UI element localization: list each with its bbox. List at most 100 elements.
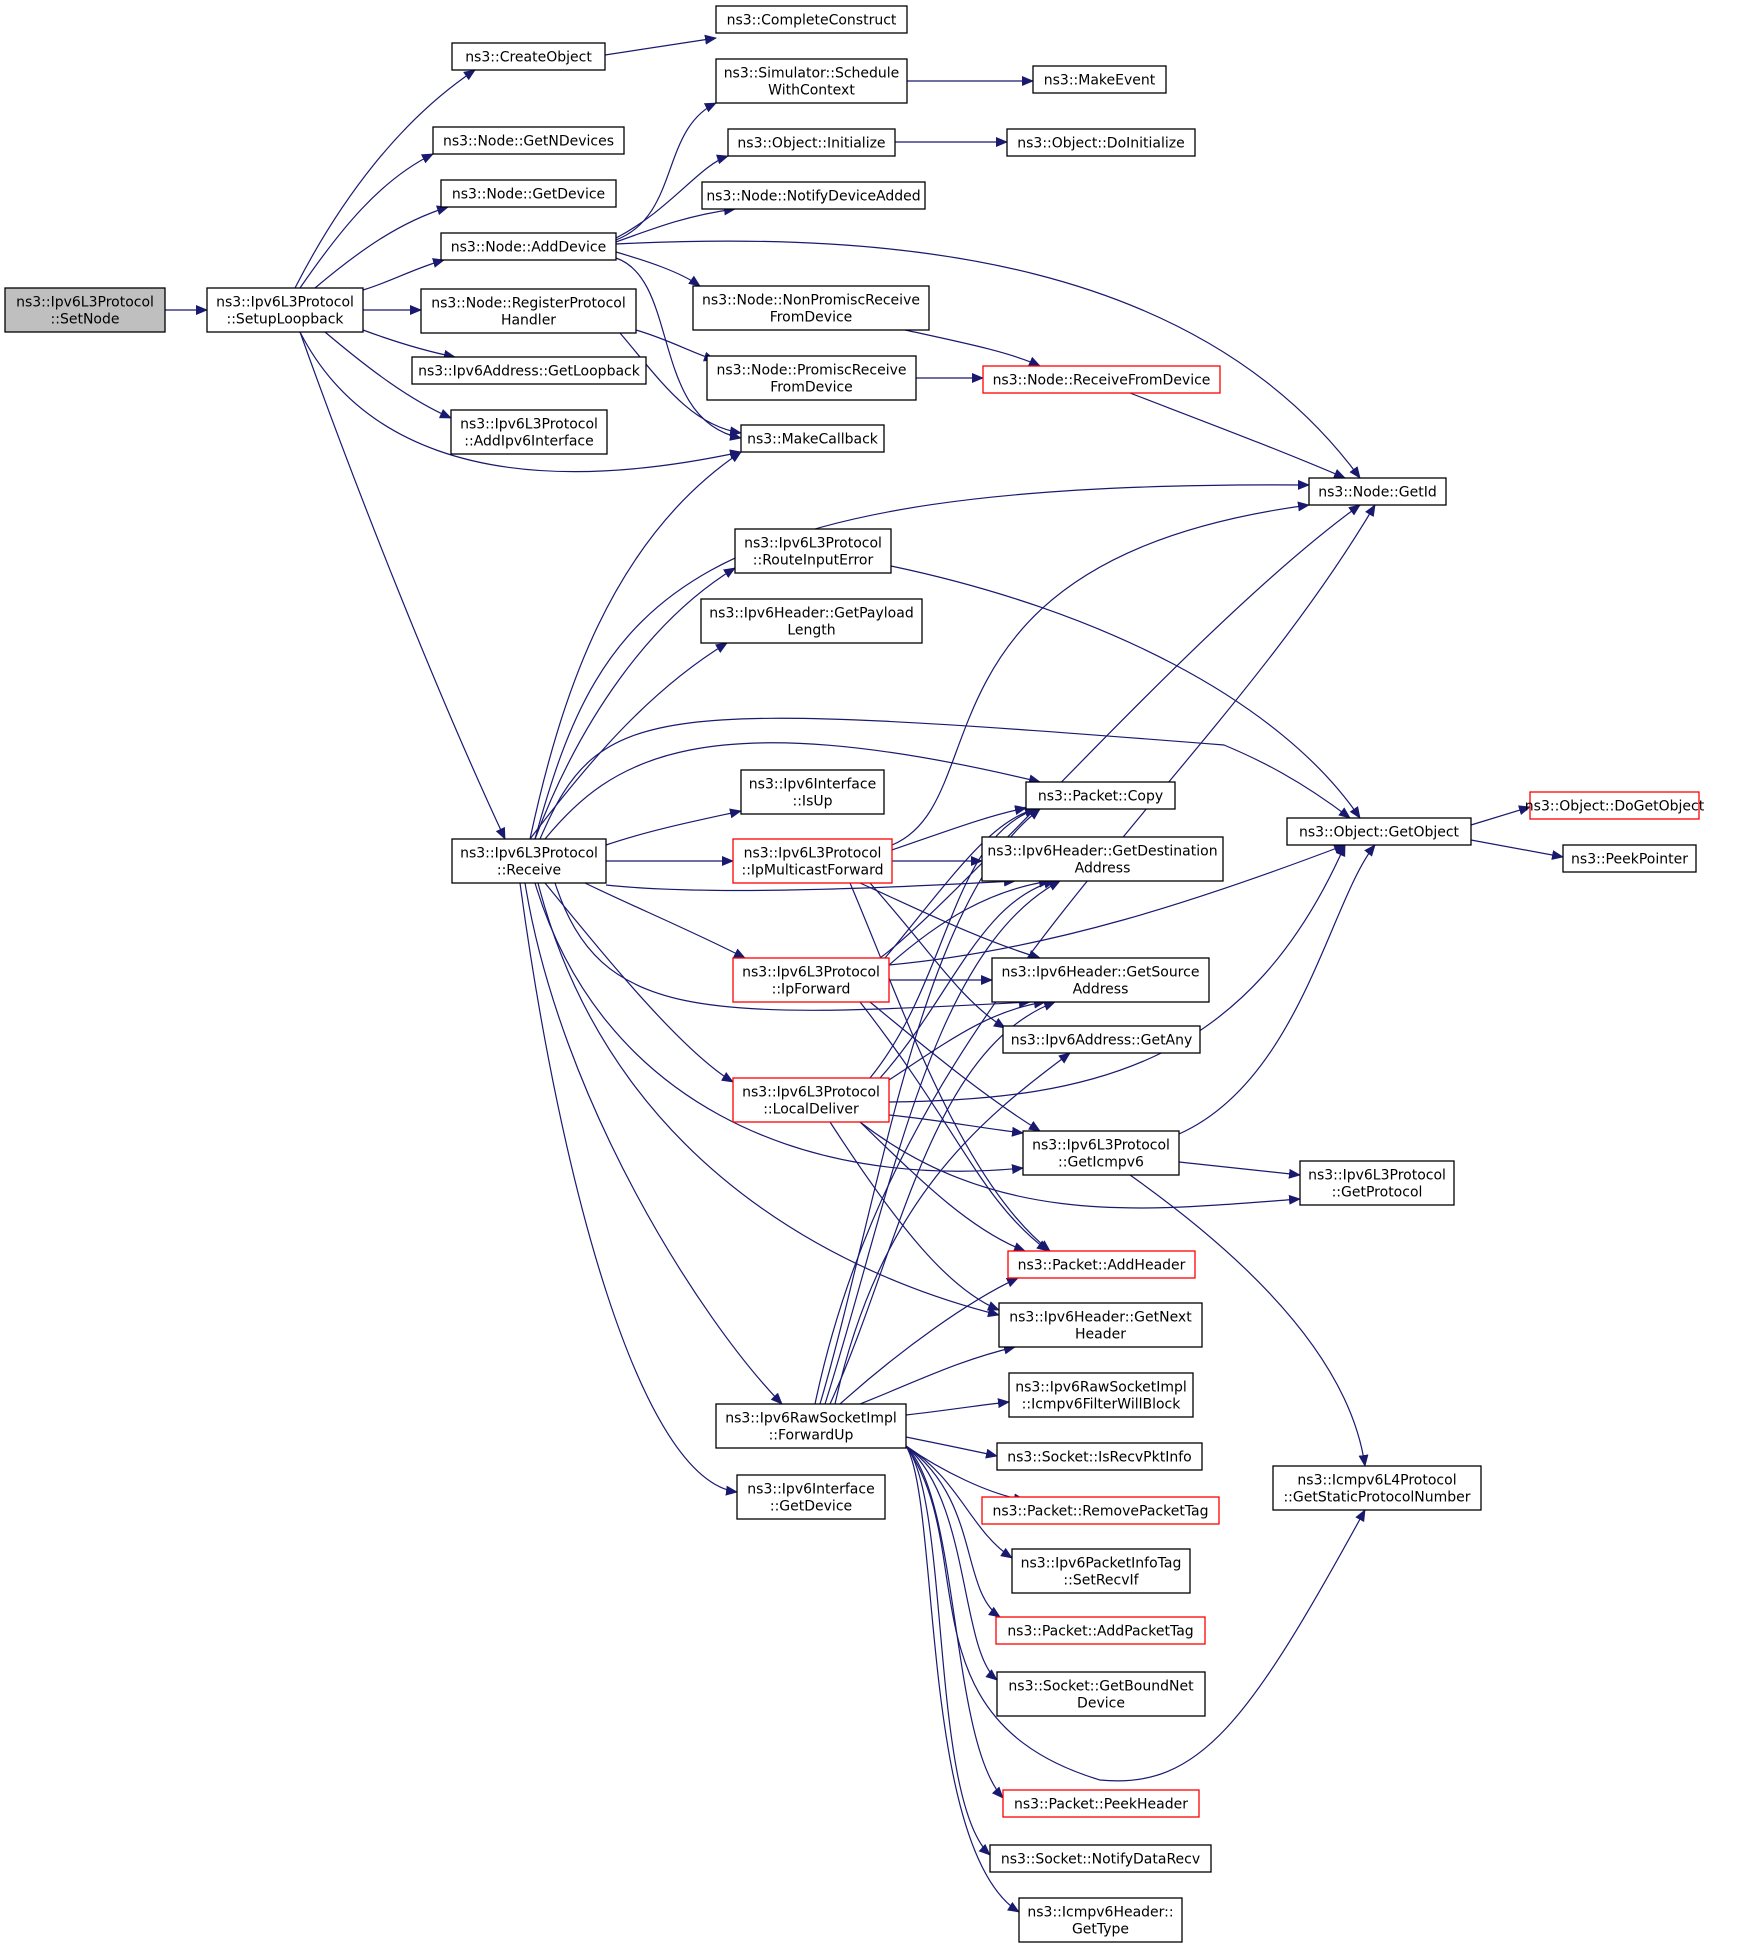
node-ifacegetdevice[interactable]: ns3::Ipv6Interface::GetDevice [736, 1474, 886, 1520]
node-box [996, 1671, 1206, 1717]
node-notifydatarecv[interactable]: ns3::Socket::NotifyDataRecv [989, 1844, 1212, 1873]
node-label: ::LocalDeliver [763, 1102, 859, 1118]
node-label: ns3::Node::GetId [1318, 485, 1436, 501]
edge-forwardup-to-icmpv6gettype [905, 1445, 1020, 1913]
node-nodegetid[interactable]: ns3::Node::GetId [1308, 477, 1447, 506]
node-ipmulticastforward[interactable]: ns3::Ipv6L3Protocol::IpMulticastForward [732, 838, 893, 884]
node-box [1308, 477, 1447, 506]
node-icmpv6gettype[interactable]: ns3::Icmpv6Header::GetType [1018, 1897, 1183, 1943]
edge-setuploopback-to-receive [299, 331, 506, 840]
node-adddevice[interactable]: ns3::Node::AddDevice [440, 232, 617, 261]
node-getprotocol[interactable]: ns3::Ipv6L3Protocol::GetProtocol [1299, 1160, 1455, 1206]
node-box [1025, 781, 1176, 810]
node-getstaticprotocolnumber[interactable]: ns3::Icmpv6L4Protocol::GetStaticProtocol… [1272, 1465, 1482, 1511]
edge-ipmulticastforward-to-getsrcaddr [859, 882, 1041, 960]
node-ipforward[interactable]: ns3::Ipv6L3Protocol::IpForward [732, 957, 890, 1003]
node-dogetobject[interactable]: ns3::Object::DoGetObject [1525, 791, 1705, 820]
edge-adddevice-to-makecallback [615, 257, 742, 441]
edge-receive-to-forwardup [524, 882, 783, 1405]
node-isrecvpktinfo[interactable]: ns3::Socket::IsRecvPktInfo [996, 1442, 1203, 1471]
node-getdevice[interactable]: ns3::Node::GetDevice [440, 179, 617, 208]
edge-ipforward-to-addheader [859, 1001, 1049, 1252]
node-box [1002, 1789, 1200, 1818]
node-label: FromDevice [770, 310, 853, 326]
node-box [715, 58, 908, 104]
node-box [1022, 1130, 1180, 1176]
node-routeinputerror[interactable]: ns3::Ipv6L3Protocol::RouteInputError [734, 528, 892, 574]
edge-setuploopback-to-getloopback [362, 329, 456, 360]
node-geticmpv6[interactable]: ns3::Ipv6L3Protocol::GetIcmpv6 [1022, 1130, 1180, 1176]
node-box [4, 287, 166, 333]
node-localdeliver[interactable]: ns3::Ipv6L3Protocol::LocalDeliver [732, 1077, 890, 1123]
node-box [996, 1442, 1203, 1471]
node-label: ns3::CompleteConstruct [727, 13, 897, 29]
node-box [995, 1616, 1206, 1645]
node-receivefromdevice[interactable]: ns3::Node::ReceiveFromDevice [982, 365, 1221, 394]
edge-forwardup-to-setrecvif [905, 1445, 1013, 1559]
node-getndevices[interactable]: ns3::Node::GetNDevices [432, 126, 625, 155]
node-box [989, 1844, 1212, 1873]
node-setrecvif[interactable]: ns3::Ipv6PacketInfoTag::SetRecvIf [1011, 1548, 1191, 1594]
node-box [1562, 844, 1697, 873]
edge-ipforward-to-getobject [888, 844, 1346, 966]
node-ifaceisup[interactable]: ns3::Ipv6Interface::IsUp [740, 769, 885, 815]
node-box [1011, 1548, 1191, 1594]
node-objinitialize[interactable]: ns3::Object::Initialize [727, 128, 896, 157]
edge-localdeliver-to-getsrcaddr [888, 998, 1046, 1081]
node-addpackettag[interactable]: ns3::Packet::AddPacketTag [995, 1616, 1206, 1645]
node-notifydeviceadded[interactable]: ns3::Node::NotifyDeviceAdded [701, 181, 926, 210]
node-box [732, 1077, 890, 1123]
node-label: ns3::Object::DoGetObject [1525, 799, 1705, 815]
node-packetcopy[interactable]: ns3::Packet::Copy [1025, 781, 1176, 810]
node-peekpointer[interactable]: ns3::PeekPointer [1562, 844, 1697, 873]
node-setuploopback[interactable]: ns3::Ipv6L3Protocol::SetupLoopback [206, 287, 364, 333]
node-label: ::RouteInputError [753, 553, 874, 569]
node-box [991, 957, 1210, 1003]
node-box [715, 1403, 907, 1449]
node-label: ns3::Ipv6L3Protocol [16, 295, 154, 311]
node-box [1007, 1250, 1196, 1279]
node-label: ns3::Ipv6L3Protocol [460, 846, 598, 862]
node-addheader[interactable]: ns3::Packet::AddHeader [1007, 1250, 1196, 1279]
node-label: ns3::Ipv6Header::GetNext [1009, 1310, 1192, 1326]
node-box [440, 232, 617, 261]
node-label: ns3::Object::DoInitialize [1017, 136, 1184, 152]
edge-localdeliver-to-addheader [859, 1121, 1026, 1252]
node-createobject[interactable]: ns3::CreateObject [451, 42, 606, 71]
node-makeevent[interactable]: ns3::MakeEvent [1032, 65, 1167, 94]
edge-receive-to-getsrcaddr [554, 882, 1031, 1011]
node-receive[interactable]: ns3::Ipv6L3Protocol::Receive [451, 838, 607, 884]
node-doinitialize[interactable]: ns3::Object::DoInitialize [1006, 128, 1196, 157]
node-getobject[interactable]: ns3::Object::GetObject [1286, 817, 1472, 846]
edge-forwardup-to-getboundnetdevice [905, 1445, 998, 1681]
node-label: ns3::Ipv6L3Protocol [742, 965, 880, 981]
node-icmpv6filter[interactable]: ns3::Ipv6RawSocketImpl::Icmpv6FilterWill… [1008, 1372, 1194, 1418]
node-addipv6interface[interactable]: ns3::Ipv6L3Protocol::AddIpv6Interface [450, 409, 608, 455]
node-box [411, 356, 647, 385]
edge-adddevice-to-nonpromisc [615, 251, 701, 287]
node-label: ::Icmpv6FilterWillBlock [1022, 1397, 1182, 1413]
node-box [440, 179, 617, 208]
node-getloopback[interactable]: ns3::Ipv6Address::GetLoopback [411, 356, 647, 385]
edge-ipmulticastforward-to-packetcopy [891, 805, 1027, 851]
node-completeconstruct[interactable]: ns3::CompleteConstruct [715, 5, 908, 34]
node-box [736, 1474, 886, 1520]
node-forwardup[interactable]: ns3::Ipv6RawSocketImpl::ForwardUp [715, 1403, 907, 1449]
edge-forwardup-to-peekheader [905, 1445, 1004, 1799]
edge-geticmpv6-to-getstaticprotocolnumber [1129, 1174, 1369, 1467]
node-removepackettag[interactable]: ns3::Packet::RemovePacketTag [981, 1496, 1220, 1525]
node-getany[interactable]: ns3::Ipv6Address::GetAny [1002, 1025, 1201, 1054]
edge-forwardup-to-icmpv6filter [905, 1398, 1010, 1416]
node-peekheader[interactable]: ns3::Packet::PeekHeader [1002, 1789, 1200, 1818]
edge-adddevice-to-nodegetid [615, 240, 1361, 479]
node-makecallback[interactable]: ns3::MakeCallback [740, 424, 885, 453]
